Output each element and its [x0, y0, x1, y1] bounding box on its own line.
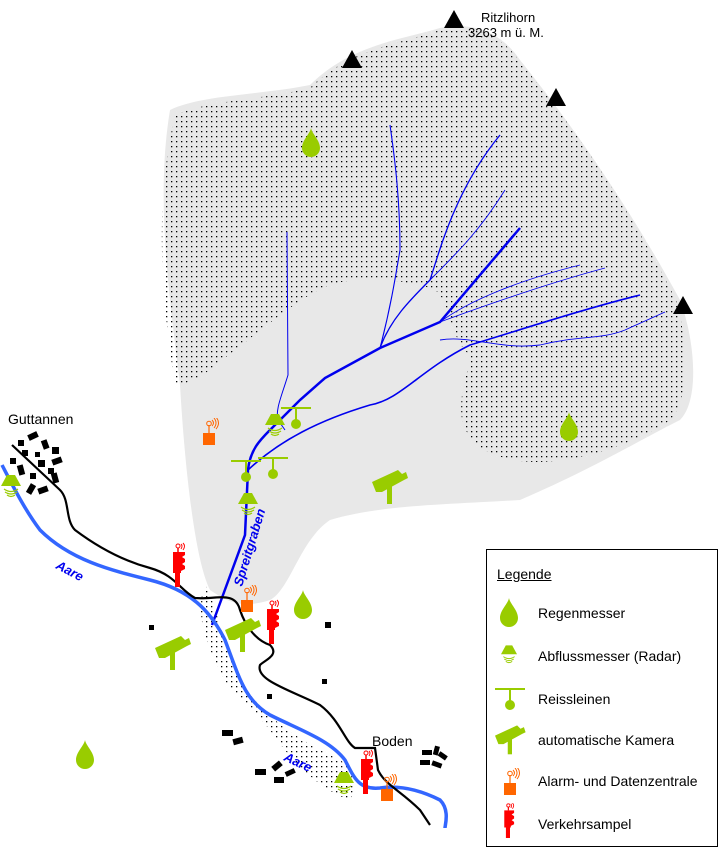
legend-item-radar-gauge: Abflussmesser (Radar): [487, 641, 717, 671]
raindrop-icon[interactable]: [294, 590, 312, 619]
peak-elevation: 3263 m ü. M.: [468, 25, 544, 40]
tripwire-icon: [495, 688, 525, 711]
torrent-network: [210, 124, 666, 626]
place-label-guttannen: Guttannen: [8, 411, 73, 427]
legend-label: Abflussmesser (Radar): [538, 648, 682, 664]
upper-catchment-dotted: [161, 28, 686, 463]
legend-item-traffic-light: Verkehrsampel: [487, 802, 717, 838]
houses-boden: [420, 745, 448, 769]
legend-item-tripwire: Reissleinen: [487, 684, 717, 714]
road: [11, 444, 431, 826]
camera-icon[interactable]: [155, 636, 191, 670]
peak-icon: [546, 88, 566, 106]
legend-title: Legende: [497, 566, 552, 582]
place-label-boden: Boden: [372, 733, 412, 749]
houses-guttannen: [10, 431, 63, 495]
aare-river: [0, 464, 448, 829]
scattered-houses: [149, 622, 331, 783]
traffic-light-icon: [503, 803, 515, 838]
alarm-station-icon: [503, 768, 521, 796]
raindrop-icon: [500, 598, 518, 627]
legend: Legende Regenmesser Abflussmesser (Radar…: [486, 549, 718, 847]
legend-item-alarm-station: Alarm- und Datenzentrale: [487, 766, 717, 796]
legend-item-camera: automatische Kamera: [487, 725, 717, 755]
peak-name: Ritzlihorn: [481, 10, 535, 25]
traffic-light-icon[interactable]: [266, 599, 280, 645]
peak-icon: [444, 10, 464, 28]
camera-icon: [495, 725, 526, 755]
legend-label: automatische Kamera: [538, 732, 675, 748]
river-label-aare: Aare: [53, 557, 86, 584]
legend-label: Regenmesser: [538, 605, 626, 621]
legend-item-rain-gauge: Regenmesser: [487, 598, 717, 628]
legend-label: Alarm- und Datenzentrale: [538, 773, 698, 789]
legend-label: Verkehrsampel: [538, 816, 632, 832]
raindrop-icon[interactable]: [76, 740, 94, 769]
legend-label: Reissleinen: [538, 691, 611, 707]
radar-gauge-icon: [501, 644, 517, 664]
